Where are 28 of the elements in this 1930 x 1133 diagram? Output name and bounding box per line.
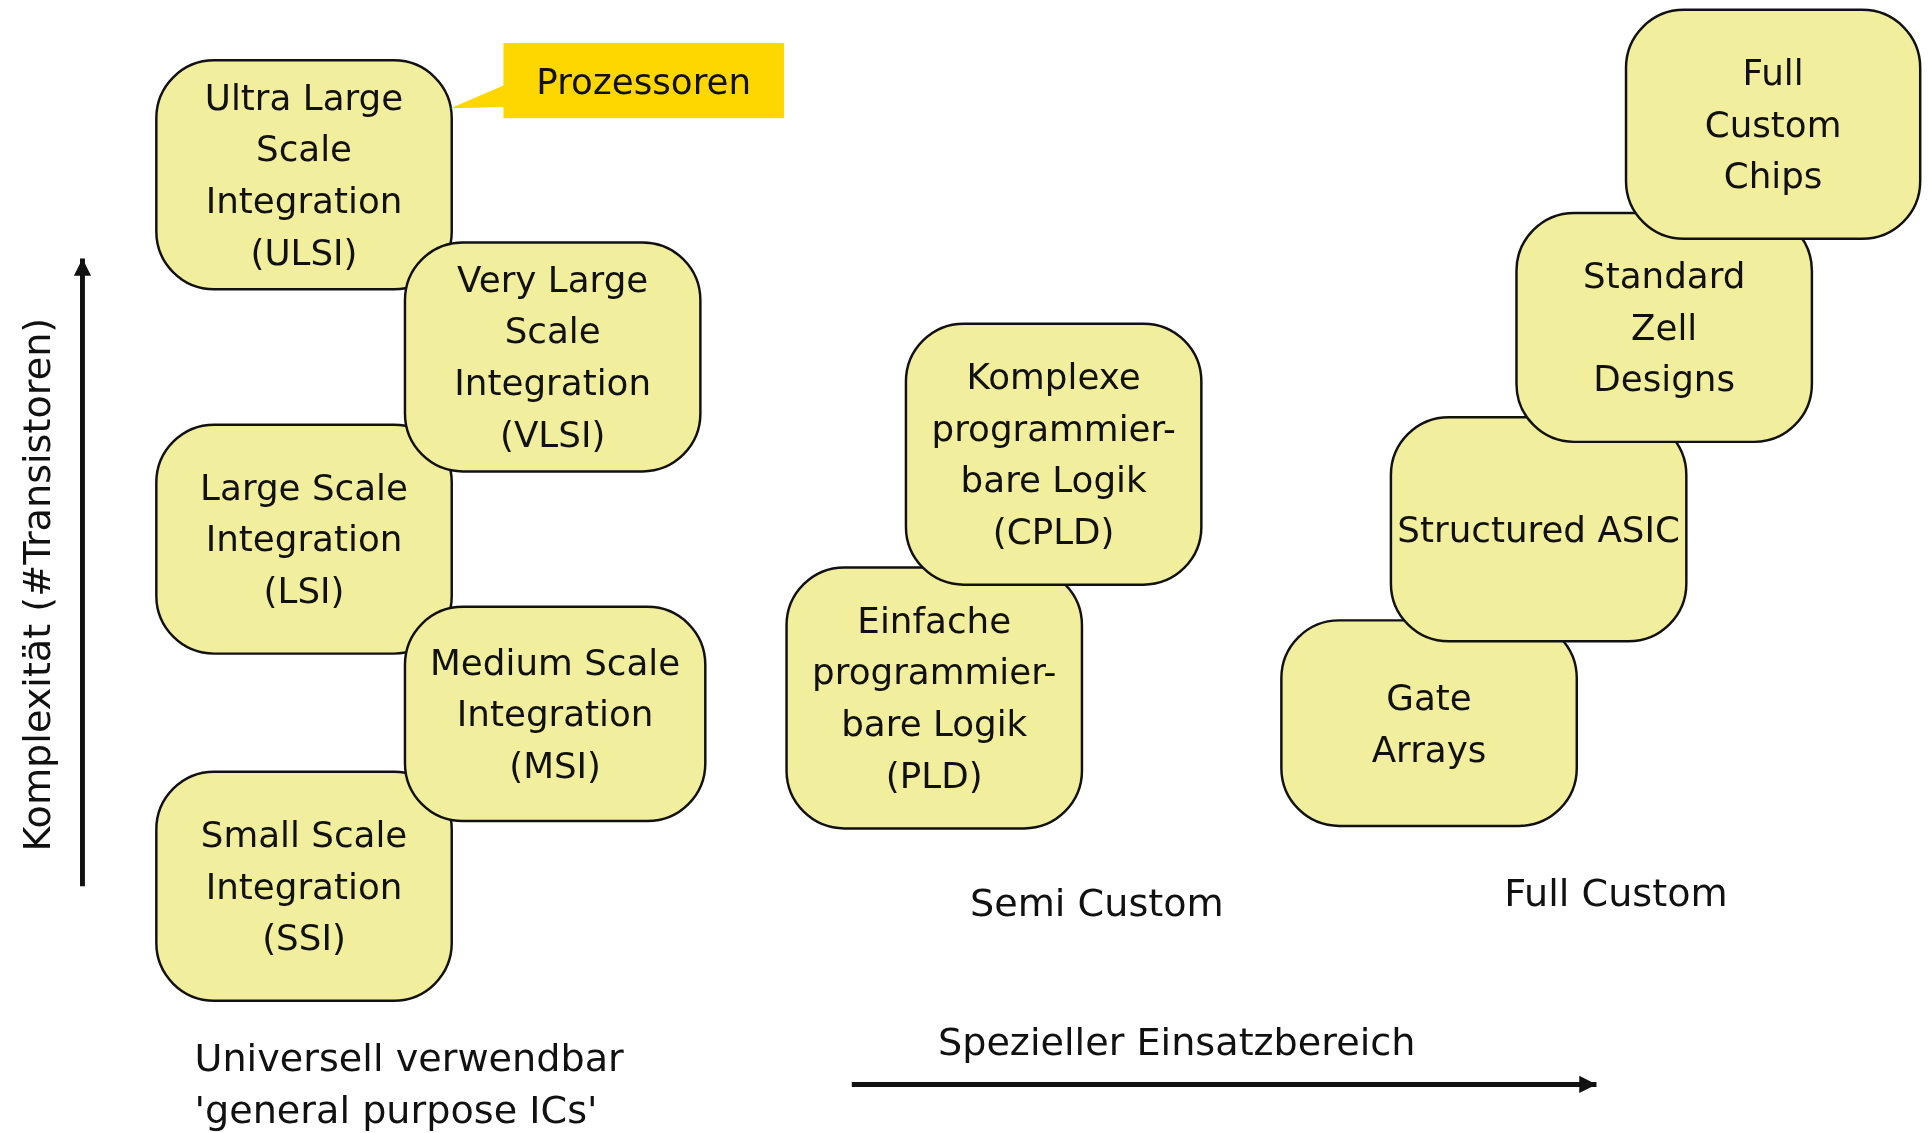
node-text: Einfache programmier- bare Logik (PLD) xyxy=(811,598,1058,799)
rounded-box xyxy=(1280,619,1578,828)
node-text: Full Custom Chips xyxy=(1703,50,1843,199)
node-text: Small Scale Integration (SSI) xyxy=(199,812,409,961)
rounded-box xyxy=(155,59,453,291)
node-text: Very Large Scale Integration (VLSI) xyxy=(453,257,653,458)
node-text: Large Scale Integration (LSI) xyxy=(199,465,409,614)
rounded-box xyxy=(1389,416,1688,643)
node-text: Gate Arrays xyxy=(1370,675,1488,772)
callout-text: Prozessoren xyxy=(536,58,752,104)
text-label: Spezieller Einsatzbereich xyxy=(937,1018,1417,1066)
rounded-box xyxy=(155,770,453,1002)
rounded-box xyxy=(904,322,1203,586)
text-label: Full Custom xyxy=(1504,869,1729,917)
callout-box xyxy=(503,43,785,119)
node-text: Medium Scale Integration (MSI) xyxy=(429,640,682,789)
node-text: Structured ASIC xyxy=(1397,507,1680,553)
axis-label: Komplexität (#Transistoren) xyxy=(13,317,61,852)
node-text: Standard Zell Designs xyxy=(1582,253,1747,403)
text-label: Universell verwendbar 'general purpose ICs' xyxy=(194,1034,625,1133)
rounded-box xyxy=(785,566,1084,830)
rounded-box xyxy=(1515,211,1814,444)
node-text: Ultra Large Scale Integration (ULSI) xyxy=(203,75,405,276)
rounded-box xyxy=(1624,8,1922,241)
rounded-box xyxy=(403,241,702,473)
text-label: Semi Custom xyxy=(969,879,1225,927)
node-text: Komplexe programmier- bare Logik (CPLD) xyxy=(930,354,1177,555)
callout-pointer xyxy=(450,84,505,109)
